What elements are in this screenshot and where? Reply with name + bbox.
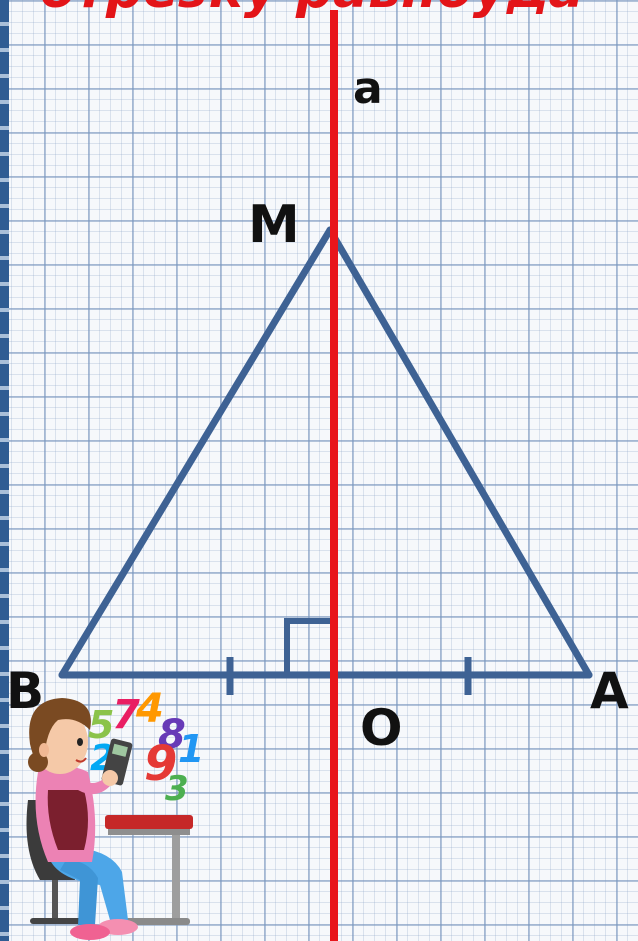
floating-digits: 5 7 4 8 1 2 9 3	[88, 686, 204, 809]
slide-title-fragment: отрезку равноуда	[40, 0, 638, 20]
digit: 8	[158, 712, 186, 758]
digit: 1	[178, 727, 204, 771]
label-line-a: a	[353, 63, 383, 114]
label-point-O: O	[360, 699, 403, 757]
digit: 5	[88, 703, 114, 747]
digit: 3	[165, 769, 189, 809]
label-vertex-A: A	[590, 662, 629, 720]
label-vertex-M: M	[248, 195, 300, 255]
right-angle-marker	[284, 618, 333, 675]
notebook-binding-strip	[0, 0, 9, 941]
digit: 7	[112, 692, 140, 738]
segment-BM	[58, 226, 334, 679]
digit: 4	[135, 686, 164, 732]
digit: 9	[144, 736, 177, 792]
segment-MA	[326, 226, 593, 679]
